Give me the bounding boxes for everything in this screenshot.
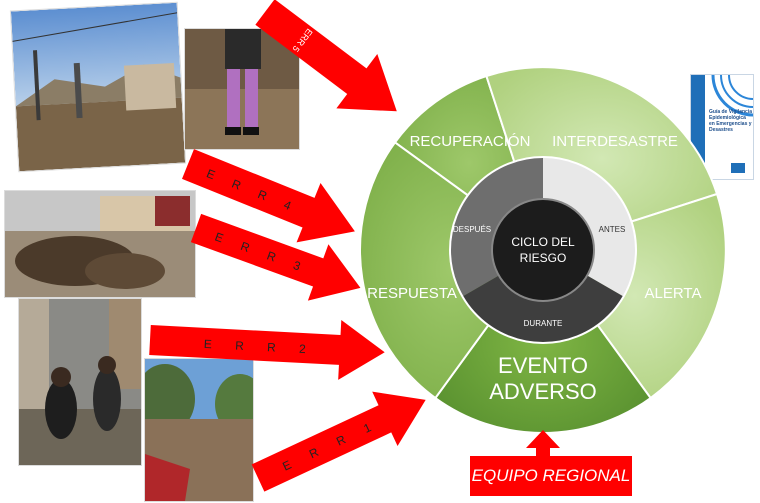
equipo-regional-box: EQUIPO REGIONAL (470, 456, 632, 496)
photo-flooded-street-people (18, 298, 142, 466)
label-alerta: ALERTA (645, 285, 702, 302)
arrow-equipo-up (526, 430, 560, 458)
label-respuesta: RESPUESTA (367, 285, 457, 302)
photo-muddy-street (9, 1, 187, 173)
photo-person-standing (184, 28, 300, 150)
arrow-err5: ERR 5 (255, 0, 397, 112)
label-interdesastre: INTERDESASTRE (552, 133, 678, 150)
label-durante: DURANTE (524, 319, 563, 328)
arrow-err1: E R R 1 (251, 391, 426, 492)
equipo-regional-label: EQUIPO REGIONAL (471, 466, 631, 485)
center-circle (491, 198, 595, 302)
photo-mud-piles (4, 190, 196, 298)
svg-text:E R R 2: E R R 2 (203, 337, 316, 357)
label-antes: ANTES (599, 225, 626, 234)
label-despues: DESPUÉS (453, 225, 491, 234)
photo-muddy-road-vehicle (144, 358, 254, 502)
arrow-err2: E R R 2 (149, 319, 385, 380)
document-title: Guía de Vigilancia Epidemiológica en Eme… (709, 109, 752, 133)
label-recuperacion: RECUPERACIÓN (410, 133, 531, 150)
